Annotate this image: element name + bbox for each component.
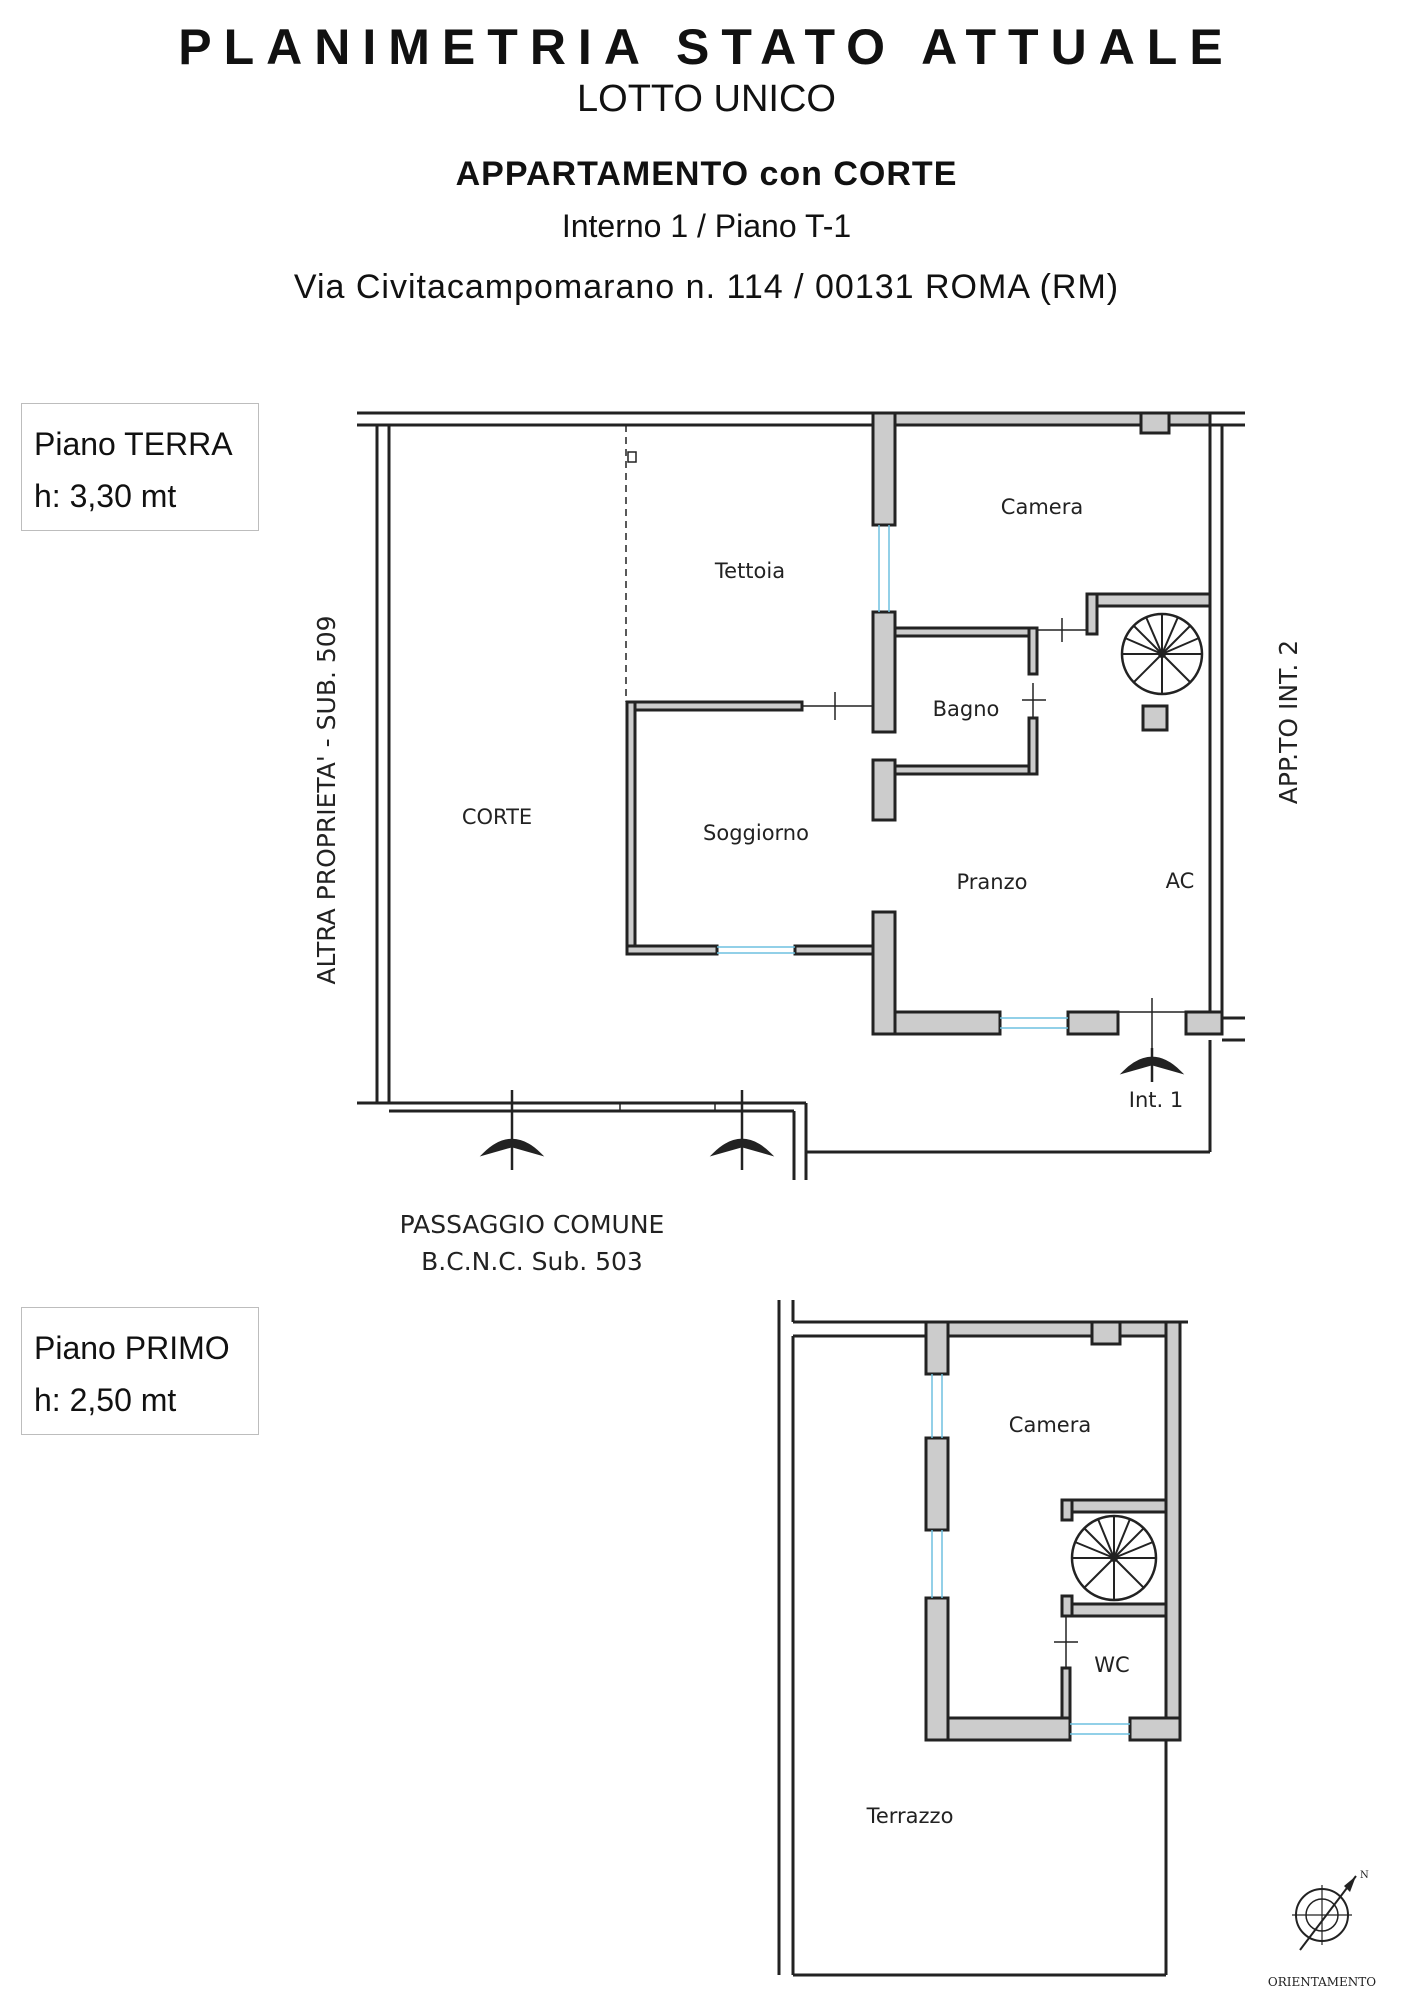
room-label-wc: WC — [1094, 1653, 1129, 1677]
wall — [1090, 1320, 1122, 1346]
plan-title: PLANIMETRIA STATO ATTUALE — [178, 19, 1235, 75]
compass-rose: N ORIENTAMENTO — [1268, 1870, 1376, 1989]
room-label-camera-first: Camera — [1009, 1413, 1091, 1437]
ground-floor-plan: Camera Tettoia Bagno CORTE Soggiorno Pra… — [312, 411, 1303, 1276]
first-floor-height: h: 2,50 mt — [34, 1382, 177, 1418]
wall — [1184, 1010, 1224, 1036]
first-floor-info: Piano PRIMO h: 2,50 mt — [21, 1307, 259, 1435]
wall — [1139, 411, 1171, 435]
ground-floor-name: Piano TERRA — [34, 426, 233, 462]
wall — [893, 411, 1212, 427]
entrance-label: Int. 1 — [1129, 1088, 1183, 1112]
entrance-arrow — [479, 1048, 1185, 1170]
wall — [924, 1320, 950, 1376]
wall — [871, 910, 897, 1036]
canopy-post — [627, 451, 637, 463]
living-wall — [625, 700, 637, 956]
bathroom-wall — [1027, 626, 1039, 676]
room-label-ac: AC — [1166, 869, 1195, 893]
common-passage-sub-label: B.C.N.C. Sub. 503 — [421, 1247, 643, 1276]
stair-wall — [1060, 1602, 1168, 1618]
interior-floor-label: Interno 1 / Piano T-1 — [561, 208, 852, 244]
wall — [1128, 1716, 1182, 1742]
wall — [871, 758, 897, 822]
wall — [1164, 1320, 1182, 1742]
wall — [871, 610, 897, 734]
wall — [871, 411, 897, 527]
wall — [924, 1596, 950, 1742]
wall — [893, 1010, 1002, 1036]
spiral-staircase-first — [1070, 1514, 1158, 1602]
bathroom-wall — [893, 626, 1039, 638]
wall — [1066, 1010, 1120, 1036]
stair-wall — [1060, 1498, 1168, 1514]
stair-wall — [1141, 704, 1169, 732]
stair-wall — [1085, 592, 1099, 636]
first-floor-name: Piano PRIMO — [34, 1330, 230, 1366]
bathroom-wall — [1027, 716, 1039, 776]
ground-floor-info: Piano TERRA h: 3,30 mt — [21, 403, 259, 531]
first-floor-plan: Camera WC Terrazzo — [777, 1300, 1188, 1977]
stair-wall — [1060, 1498, 1074, 1522]
room-label-corte: CORTE — [462, 805, 532, 829]
wall — [946, 1716, 1072, 1742]
address-label: Via Civitacampomarano n. 114 / 00131 ROM… — [293, 268, 1120, 306]
room-label-tettoia: Tettoia — [714, 559, 785, 583]
room-label-camera: Camera — [1001, 495, 1083, 519]
right-neighbor-label: APP.TO INT. 2 — [1274, 640, 1303, 804]
common-passage-label: PASSAGGIO COMUNE — [400, 1210, 665, 1239]
apartment-label: APPARTAMENTO con CORTE — [455, 155, 958, 193]
room-label-terrazzo: Terrazzo — [866, 1804, 954, 1828]
spiral-staircase — [1120, 612, 1204, 696]
living-wall — [625, 944, 719, 956]
stair-wall — [1060, 1594, 1074, 1618]
lot-label: LOTTO UNICO — [577, 78, 836, 120]
living-wall — [625, 700, 804, 712]
room-label-bagno: Bagno — [933, 697, 1000, 721]
north-marker: N — [1360, 1870, 1369, 1881]
room-label-soggiorno: Soggiorno — [703, 821, 809, 845]
wall — [924, 1436, 950, 1532]
ground-floor-height: h: 3,30 mt — [34, 478, 177, 514]
room-label-pranzo: Pranzo — [957, 870, 1028, 894]
stair-wall — [1085, 592, 1212, 608]
compass-label: ORIENTAMENTO — [1268, 1975, 1376, 1989]
left-neighbor-label: ALTRA PROPRIETA' - SUB. 509 — [312, 615, 341, 984]
wall — [1060, 1666, 1072, 1720]
wall — [946, 1320, 1168, 1338]
living-wall — [793, 944, 875, 956]
bathroom-wall — [893, 764, 1039, 776]
